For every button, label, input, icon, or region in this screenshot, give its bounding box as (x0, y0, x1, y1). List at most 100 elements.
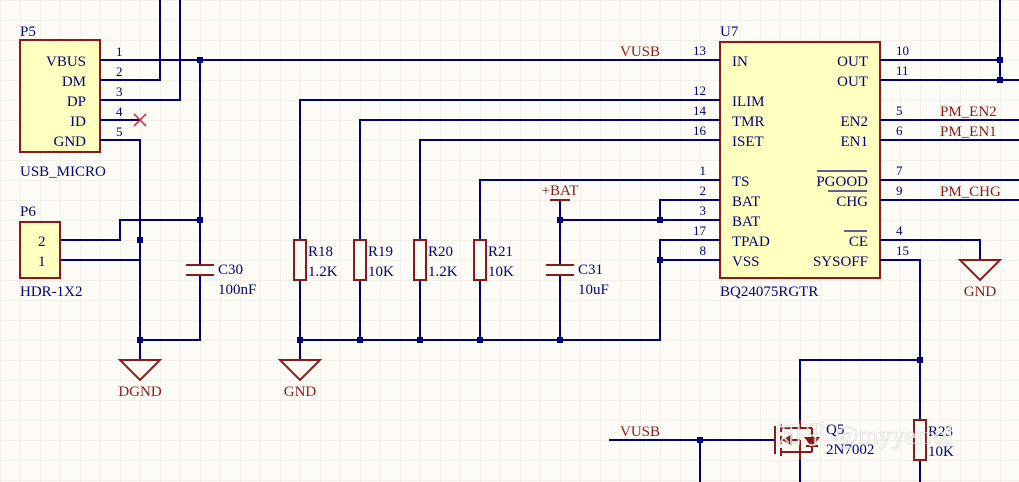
u7-pin-name: TMR (732, 114, 765, 130)
junction-dot (477, 337, 483, 343)
u7-pin-name: OUT (837, 54, 868, 70)
u7-pin-number: 3 (700, 203, 707, 218)
q5-ref: Q5 (826, 422, 844, 438)
u7-pin-name: ISET (732, 134, 764, 150)
u7-pin-number: 17 (693, 223, 707, 238)
u7-pin-name: PGOOD (816, 174, 868, 190)
ic-u7[interactable]: U7 IN ILIM TMR ISET T (680, 24, 920, 300)
dgnd-label: DGND (118, 384, 161, 400)
junction-dot (557, 337, 563, 343)
p5-designator: P5 (20, 24, 36, 40)
junction-dot (997, 77, 1003, 83)
net-label-pm-en1: PM_EN1 (940, 124, 997, 140)
c31-plates (546, 264, 574, 276)
u7-right-pin-lines (880, 59, 920, 261)
p5-pin-name: GND (54, 134, 87, 150)
wire-iset (419, 139, 701, 241)
junctions (137, 57, 1003, 443)
wire-ilim (299, 99, 701, 241)
u7-pin-number: 6 (896, 123, 903, 138)
wire-ts (479, 179, 701, 241)
u7-comment: BQ24075RGTR (720, 284, 818, 300)
r23-value: 10K (928, 444, 954, 460)
junction-dot (657, 257, 663, 263)
p5-pin-name: DM (62, 74, 86, 90)
resistor-r20[interactable]: R20 1.2K (413, 239, 458, 281)
p5-body (19, 39, 101, 153)
p6-designator: P6 (20, 204, 36, 220)
u7-pin-number: 12 (693, 83, 706, 98)
net-label-pm-en2: PM_EN2 (940, 104, 997, 120)
u7-pin-number: 4 (896, 223, 903, 238)
junction-dot (917, 357, 923, 363)
u7-pin-number: 13 (693, 43, 706, 58)
p5-pin-name: VBUS (46, 54, 86, 70)
junction-dot (997, 57, 1003, 63)
c31-value: 10uF (578, 282, 609, 298)
u7-pin-name: ILIM (732, 94, 765, 110)
r23-ref: R23 (928, 424, 953, 440)
ground-icon (957, 259, 1003, 282)
junction-dot (137, 237, 143, 243)
gnd-right-label: GND (964, 284, 997, 300)
r20-value: 1.2K (428, 264, 458, 280)
p5-pin-name: DP (67, 94, 86, 110)
ground-gnd-right[interactable]: GND (957, 259, 1003, 300)
capacitor-c31[interactable]: C31 10uF (546, 262, 609, 298)
junction-dot (137, 337, 143, 343)
resistor-r18[interactable]: R18 1.2K (293, 239, 338, 281)
r21-body (473, 239, 487, 281)
u7-pin-name: CHG (836, 194, 868, 210)
r18-value: 1.2K (308, 264, 338, 280)
junction-dot (297, 337, 303, 343)
r18-body (293, 239, 307, 281)
gnd-left-label: GND (284, 384, 317, 400)
u7-designator: U7 (720, 24, 739, 40)
u7-pin-name: SYSOFF (813, 254, 868, 270)
no-connect-icon (133, 113, 147, 127)
capacitor-c30[interactable]: C30 100nF (186, 262, 256, 298)
u7-pin-number: 11 (896, 63, 909, 78)
r20-ref: R20 (428, 244, 453, 260)
c30-value: 100nF (218, 282, 256, 298)
p5-pin-number: 3 (116, 84, 123, 99)
q5-value: 2N7002 (826, 442, 874, 458)
u7-pin-number: 7 (896, 163, 903, 178)
r19-value: 10K (368, 264, 394, 280)
bat-port-label: +BAT (542, 183, 579, 199)
resistor-r23[interactable]: R23 10K (913, 419, 954, 461)
u7-pin-number: 8 (700, 243, 707, 258)
p5-pin-number: 2 (116, 64, 123, 79)
connector-p6[interactable]: P6 2 1 HDR-1X2 (19, 204, 83, 300)
ground-dgnd[interactable]: DGND (117, 359, 163, 400)
wire-c30-bottom (139, 274, 201, 341)
ground-gnd-left[interactable]: GND (277, 359, 323, 400)
u7-pin-name: TS (732, 174, 750, 190)
p5-pin-name: ID (70, 114, 86, 130)
connector-p5[interactable]: P5 VBUS DM DP ID GND 1 2 3 4 5 USB_MICRO (19, 24, 140, 180)
resistor-r21[interactable]: R21 10K (473, 239, 514, 281)
net-label-pm-chg: PM_CHG (940, 184, 1001, 200)
c30-ref: C30 (218, 262, 243, 278)
mosfet-icon (774, 420, 820, 460)
u7-pin-name: EN1 (841, 134, 869, 150)
u7-pin-name: CE (849, 234, 868, 250)
p5-pin-number: 5 (116, 124, 123, 139)
r21-ref: R21 (488, 244, 513, 260)
u7-pin-number: 16 (693, 123, 707, 138)
watermark: 知乎 @myyerrol (776, 421, 954, 450)
mosfet-q5[interactable]: Q5 2N7002 (774, 420, 874, 460)
u7-pin-number: 5 (896, 103, 903, 118)
u7-pin-name: BAT (732, 214, 760, 230)
p5-comment: USB_MICRO (20, 164, 106, 180)
resistor-r19[interactable]: R19 10K (353, 239, 394, 281)
bat-power-port[interactable]: +BAT (542, 183, 579, 201)
u7-pin-name: BAT (732, 194, 760, 210)
junction-dot (657, 217, 663, 223)
u7-left-pin-lines (680, 59, 720, 261)
ground-icon (277, 359, 323, 382)
u7-pin-name: IN (732, 54, 748, 70)
p5-pin-number: 1 (116, 44, 123, 59)
u7-pin-name: OUT (837, 74, 868, 90)
u7-pin-number: 1 (700, 163, 707, 178)
